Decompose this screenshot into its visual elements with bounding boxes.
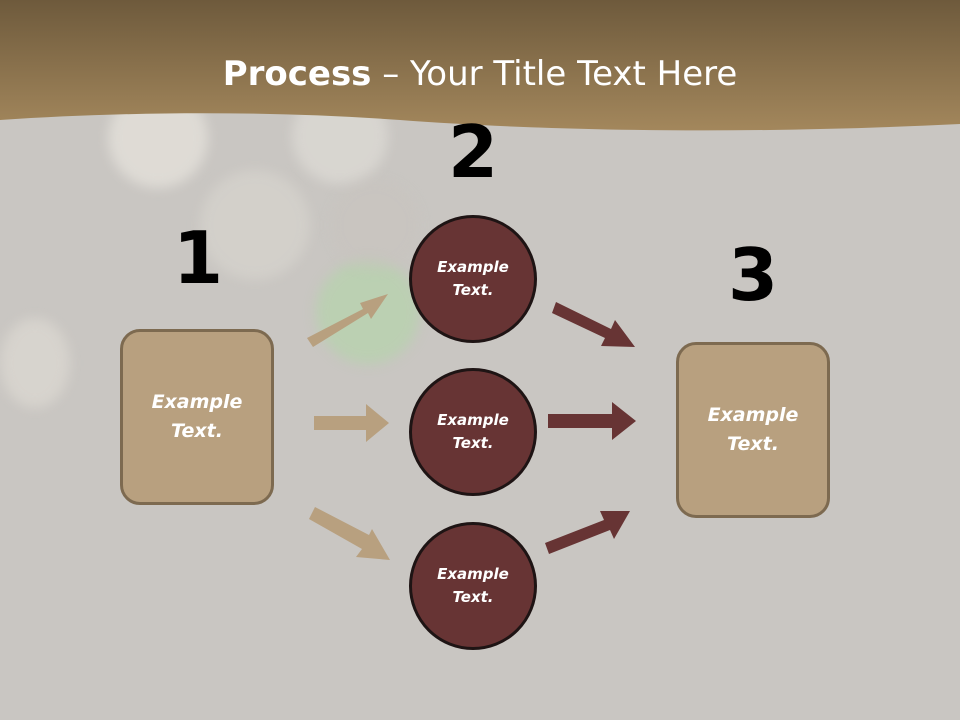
step-number-1: 1	[172, 216, 224, 300]
title-rest: – Your Title Text Here	[371, 54, 738, 94]
step-3-label: Example Text.	[707, 404, 799, 455]
title-bold: Process	[222, 54, 372, 94]
step-1-box[interactable]: Example Text.	[120, 329, 274, 505]
arrow-middle-to-step3	[548, 402, 636, 440]
arrow-top-to-step3	[552, 302, 635, 347]
step-1-label: Example Text.	[151, 391, 243, 442]
step-2-circle-top[interactable]: Example Text.	[409, 215, 537, 343]
step-2-circle-middle[interactable]: Example Text.	[409, 368, 537, 496]
step-number-2: 2	[447, 110, 499, 194]
title-banner	[0, 0, 960, 140]
arrow-step1-to-top	[307, 294, 388, 347]
circle-middle-label: Example Text.	[437, 411, 509, 452]
arrow-bottom-to-step3	[545, 511, 630, 554]
arrow-step1-to-middle	[314, 404, 389, 442]
step-number-3: 3	[727, 233, 779, 317]
step-3-box[interactable]: Example Text.	[676, 342, 830, 518]
arrow-step1-to-bottom	[309, 507, 390, 560]
circle-top-label: Example Text.	[437, 258, 509, 299]
page-title: Process – Your Title Text Here	[0, 52, 960, 96]
step-2-circle-bottom[interactable]: Example Text.	[409, 522, 537, 650]
circle-bottom-label: Example Text.	[437, 565, 509, 606]
